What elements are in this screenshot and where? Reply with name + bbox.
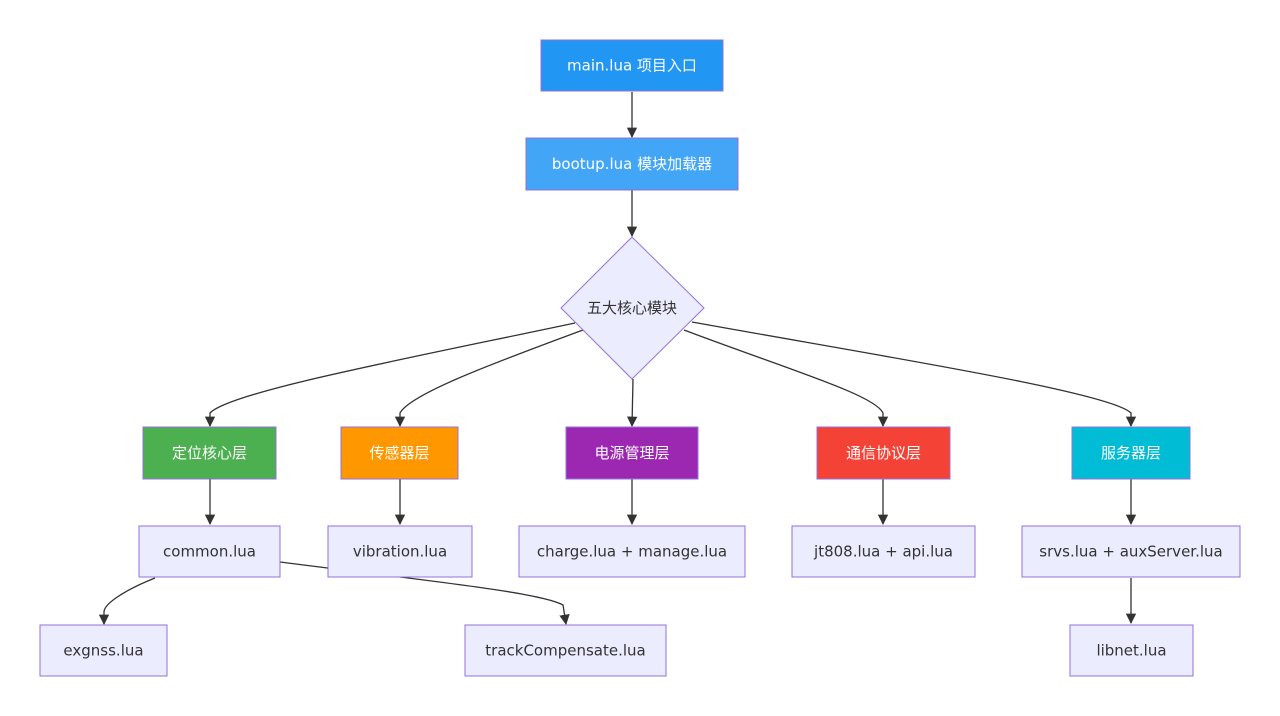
nodes: main.lua 项目入口 bootup.lua 模块加载器 五大核心模块 定位… xyxy=(39,39,1241,677)
node-comm[interactable]: 通信协议层 xyxy=(816,426,951,480)
node-track-label: trackCompensate.lua xyxy=(485,642,645,660)
edge-common-exgnss xyxy=(98,577,156,626)
node-bootup-label: bootup.lua 模块加载器 xyxy=(552,155,712,173)
node-charge[interactable]: charge.lua + manage.lua xyxy=(518,525,746,578)
node-vibration-label: vibration.lua xyxy=(353,543,447,561)
node-exgnss-box xyxy=(39,624,168,677)
node-core-diamond xyxy=(560,236,705,380)
node-exgnss[interactable]: exgnss.lua xyxy=(39,624,168,677)
node-power[interactable]: 电源管理层 xyxy=(565,426,699,480)
node-server-label: 服务器层 xyxy=(1101,444,1161,462)
node-main-box xyxy=(540,39,724,92)
node-bootup[interactable]: bootup.lua 模块加载器 xyxy=(525,137,739,191)
node-sensor-box xyxy=(340,426,459,480)
node-srvs-box xyxy=(1021,525,1241,578)
node-main-label: main.lua 项目入口 xyxy=(567,57,697,75)
node-libnet-box xyxy=(1069,624,1194,677)
node-common-label: common.lua xyxy=(163,543,256,561)
node-charge-box xyxy=(518,525,746,578)
node-srvs-label: srvs.lua + auxServer.lua xyxy=(1039,543,1222,561)
node-core[interactable]: 五大核心模块 xyxy=(560,236,705,380)
node-jt808-box xyxy=(791,525,976,578)
node-positioning-label: 定位核心层 xyxy=(172,444,247,462)
node-track[interactable]: trackCompensate.lua xyxy=(464,624,667,677)
node-exgnss-label: exgnss.lua xyxy=(63,642,143,660)
node-jt808-label: jt808.lua + api.lua xyxy=(813,543,953,561)
node-vibration-box xyxy=(327,525,473,578)
node-positioning-box xyxy=(142,426,277,480)
node-srvs[interactable]: srvs.lua + auxServer.lua xyxy=(1021,525,1241,578)
node-sensor[interactable]: 传感器层 xyxy=(340,426,459,480)
node-core-label: 五大核心模块 xyxy=(587,299,677,317)
edge-core-sensor xyxy=(394,329,584,428)
node-sensor-label: 传感器层 xyxy=(369,444,429,462)
node-libnet-label: libnet.lua xyxy=(1096,642,1166,660)
node-libnet[interactable]: libnet.lua xyxy=(1069,624,1194,677)
node-bootup-box xyxy=(525,137,739,191)
edge-core-comm xyxy=(683,329,889,428)
node-vibration[interactable]: vibration.lua xyxy=(327,525,473,578)
edge-core-server xyxy=(691,321,1137,428)
node-power-label: 电源管理层 xyxy=(594,444,669,462)
edge-core-power xyxy=(627,378,638,428)
node-main[interactable]: main.lua 项目入口 xyxy=(540,39,724,92)
node-server-box xyxy=(1071,426,1191,480)
node-charge-label: charge.lua + manage.lua xyxy=(537,543,727,561)
node-common-box xyxy=(138,525,281,578)
edge-core-positioning xyxy=(204,322,576,428)
node-positioning[interactable]: 定位核心层 xyxy=(142,426,277,480)
node-jt808[interactable]: jt808.lua + api.lua xyxy=(791,525,976,578)
node-comm-label: 通信协议层 xyxy=(846,444,921,462)
node-common[interactable]: common.lua xyxy=(138,525,281,578)
node-comm-box xyxy=(816,426,951,480)
node-track-box xyxy=(464,624,667,677)
node-power-box xyxy=(565,426,699,480)
node-server[interactable]: 服务器层 xyxy=(1071,426,1191,480)
